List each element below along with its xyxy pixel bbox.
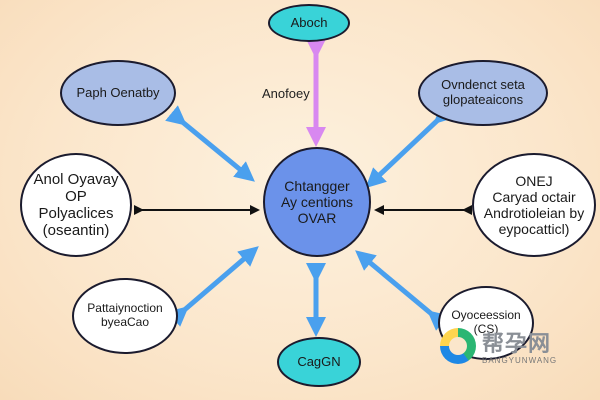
edge-label-top: Anofoey [262, 86, 310, 101]
watermark-text: 帮孕网 [482, 332, 552, 357]
watermark-icon [440, 328, 476, 364]
edge-topleft-center [165, 105, 255, 182]
node-bottom: CagGN [277, 337, 361, 387]
node-top-right-label: Ovndenct seta glopateaicons [441, 77, 525, 107]
node-center-label: Chtangger Ay centions OVAR [280, 177, 354, 227]
node-left: Anol Oyavay OP Polyaclices (oseantin) [20, 153, 132, 257]
node-bottom-left: Pattaiynoction byeaCao [72, 278, 178, 354]
edge-botright-center [355, 250, 449, 331]
edge-botleft-center [167, 246, 259, 327]
node-top: Aboch [268, 4, 350, 42]
node-top-left-label: Paph Oenatby [76, 84, 160, 100]
node-top-left: Paph Oenatby [60, 60, 176, 126]
node-bottom-right-label: Oyoceession (CS) [451, 308, 521, 336]
node-left-label: Anol Oyavay OP Polyaclices (oseantin) [33, 170, 119, 240]
edge-topright-center [365, 103, 455, 189]
node-center: Chtangger Ay centions OVAR [263, 147, 371, 257]
node-right: ONEJ Caryad octair Androtioleian by eypo… [472, 153, 596, 257]
node-bottom-label: CagGN [297, 353, 341, 369]
watermark-subtext: BANGYUNWANG [482, 356, 558, 365]
node-top-label: Aboch [290, 14, 328, 30]
node-top-right: Ovndenct seta glopateaicons [418, 60, 548, 126]
node-bottom-left-label: Pattaiynoction byeaCao [87, 301, 163, 329]
node-right-label: ONEJ Caryad octair Androtioleian by eypo… [483, 172, 585, 238]
watermark-logo: 帮孕网 BANGYUNWANG [440, 326, 590, 374]
